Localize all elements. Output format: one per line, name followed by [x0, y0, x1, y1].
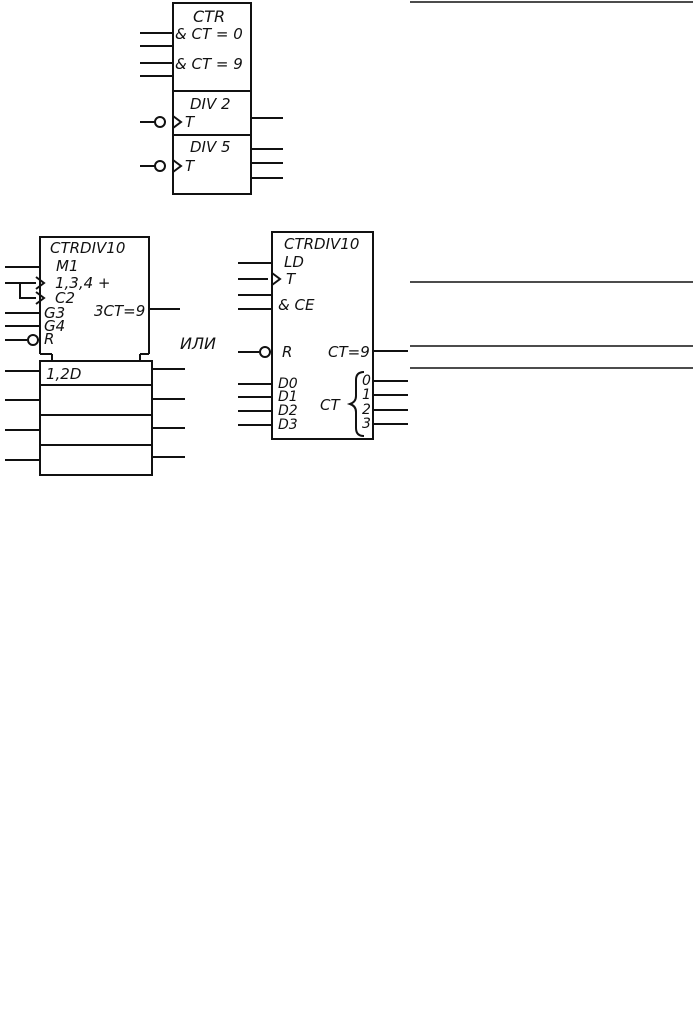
- ld-label: LD: [284, 253, 304, 271]
- ct-label: CT: [320, 396, 341, 414]
- ct9-label: 3CT=9: [94, 302, 145, 320]
- ct0-label: & CT = 0: [175, 25, 243, 43]
- ce-label: & CE: [278, 296, 315, 314]
- d3-label: D3: [278, 417, 298, 433]
- div5-label: DIV 5: [190, 138, 231, 156]
- ctr-block: CTR & CT = 0 & CT = 9 DIV 2 T DIV 5 T: [140, 2, 283, 195]
- t-label: T: [185, 113, 196, 131]
- output-0-label: 0: [362, 373, 371, 389]
- t-label: T: [185, 157, 196, 175]
- or-label: ИЛИ: [180, 334, 216, 353]
- r-label: R: [282, 343, 292, 361]
- input-134-label: 1,3,4 +: [55, 274, 111, 292]
- ctrdiv10-right-block: CTRDIV10 LD T & CE R CT=9 D0 D1 D2 D3 CT…: [238, 231, 408, 440]
- div2-label: DIV 2: [190, 95, 231, 113]
- c2-label: C2: [55, 289, 75, 307]
- d0-label: D0: [278, 376, 298, 392]
- g4-label: G4: [44, 317, 65, 335]
- t-label: T: [286, 270, 297, 288]
- d1-label: D1: [278, 389, 298, 405]
- g3-label: G3: [44, 304, 65, 322]
- output-1-label: 1: [362, 387, 371, 403]
- r-label: R: [44, 330, 54, 348]
- d-cell-label: 1,2D: [46, 365, 81, 383]
- ct9-label: & CT = 9: [175, 55, 243, 73]
- output-2-label: 2: [362, 402, 371, 418]
- ctrdiv10-left-block: CTRDIV10 M1 1,3,4 + C2 G3 3CT=9 G4 R 1,2…: [5, 236, 185, 476]
- output-3-label: 3: [362, 416, 371, 432]
- m1-label: M1: [56, 257, 79, 275]
- ctrdiv10-title: CTRDIV10: [284, 235, 359, 253]
- d2-label: D2: [278, 403, 298, 419]
- ctrdiv10-title: CTRDIV10: [50, 239, 125, 257]
- ctr-title: CTR: [193, 7, 225, 26]
- ct9-label: CT=9: [328, 343, 370, 361]
